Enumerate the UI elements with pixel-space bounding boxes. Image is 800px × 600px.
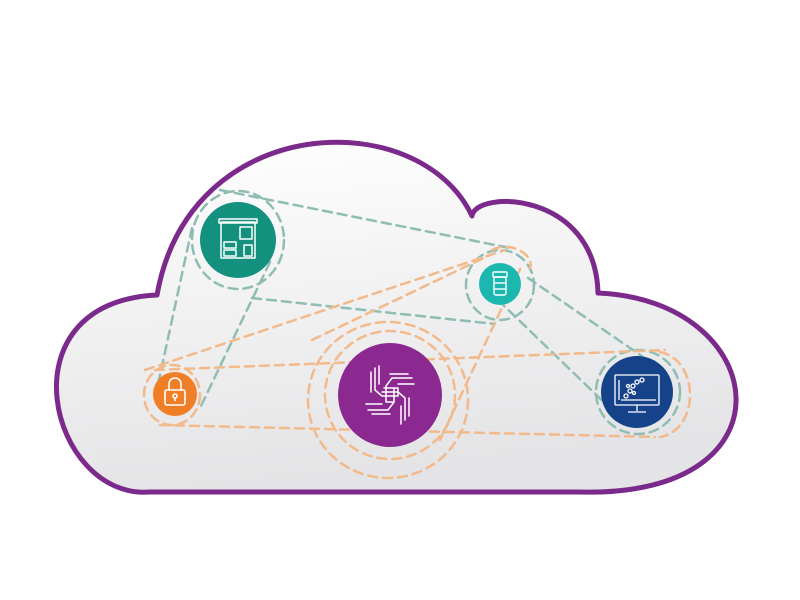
teal-ring-vial <box>464 248 536 322</box>
teal-link-vial-monitor <box>496 276 667 412</box>
orange-ring-lock <box>142 363 202 427</box>
node-monitor <box>601 356 673 428</box>
sample-vial-icon <box>492 271 508 296</box>
node-instrument <box>200 202 276 278</box>
analysis-monitor-icon <box>614 374 660 413</box>
orange-link-lock-vial <box>143 248 507 372</box>
node-vial <box>479 263 521 305</box>
lab-instrument-icon <box>218 218 258 259</box>
orange-ring-collab-outer <box>306 320 470 480</box>
orange-arc-monitor <box>658 350 692 439</box>
orange-arc-vial <box>490 245 532 270</box>
node-lock <box>153 372 197 416</box>
lock-icon <box>164 377 186 406</box>
collaboration-hands-icon <box>365 365 415 425</box>
orange-ring-collab-inner <box>323 329 457 461</box>
node-collaboration <box>338 343 442 447</box>
teal-ring-instrument <box>190 189 286 291</box>
